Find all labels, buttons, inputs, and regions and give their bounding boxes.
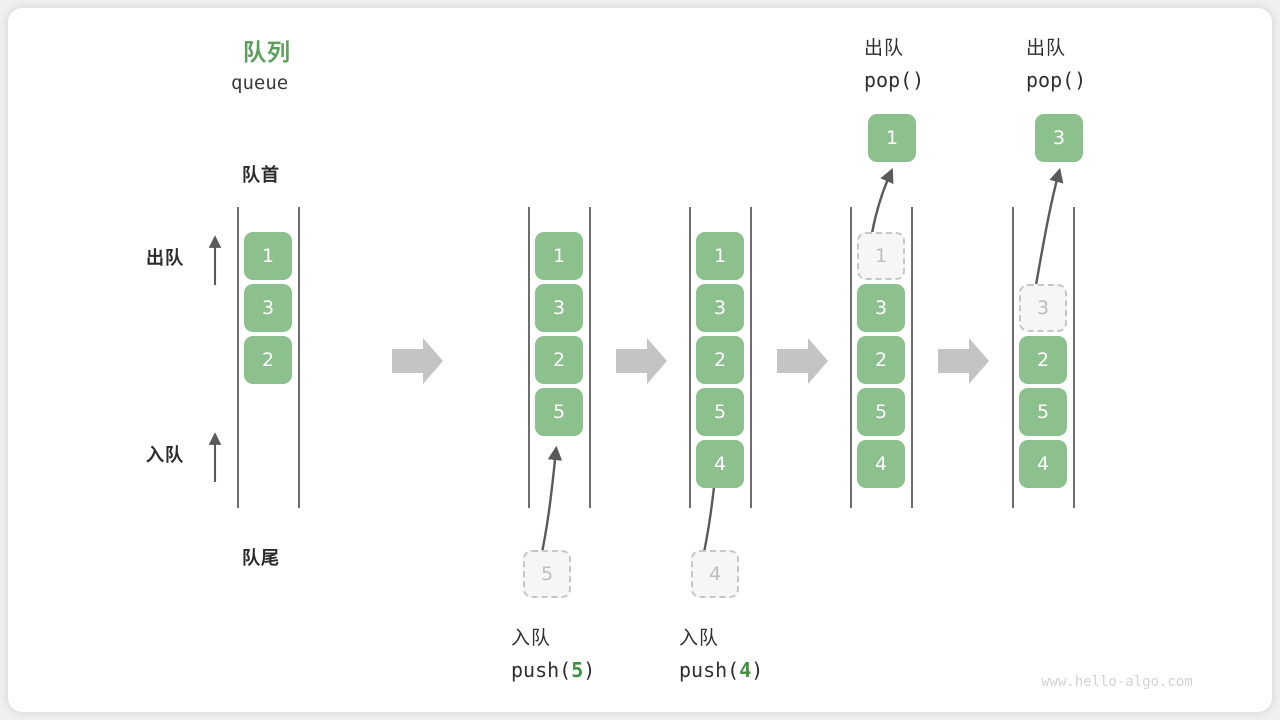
queue-cell-new: 4 — [696, 440, 744, 488]
push-5-label-cn: 入队 — [511, 627, 552, 649]
pop-3-label-code: pop() — [1026, 68, 1087, 92]
flow-arrow-4 — [938, 338, 989, 384]
queue-cell-removed: 3 — [1019, 284, 1067, 332]
queue-cell: 3 — [535, 284, 583, 332]
push-5-arrow — [538, 445, 563, 563]
rail-group-stage-4 — [850, 207, 913, 508]
dequeue-direction-label: 出队 — [146, 248, 184, 269]
incoming-ghost-cell: 5 — [523, 550, 571, 598]
queue-cell: 1 — [244, 232, 292, 280]
popped-cell: 1 — [868, 114, 916, 162]
rail-group-stage-1 — [237, 207, 300, 508]
pop-1-label-code: pop() — [864, 68, 925, 92]
queue-cell: 1 — [535, 232, 583, 280]
queue-cell: 2 — [696, 336, 744, 384]
push-4-label-cn: 入队 — [679, 627, 720, 649]
queue-cell: 5 — [1019, 388, 1067, 436]
queue-cell: 3 — [857, 284, 905, 332]
queue-cell: 2 — [535, 336, 583, 384]
pop-1-arrow — [870, 168, 894, 234]
queue-cell: 1 — [696, 232, 744, 280]
queue-cell: 4 — [1019, 440, 1067, 488]
push-5-code-post: ) — [583, 658, 596, 682]
push-4-code-post: ) — [751, 658, 764, 682]
popped-cell: 3 — [1035, 114, 1083, 162]
queue-cell-removed: 1 — [857, 232, 905, 280]
queue-cell: 2 — [1019, 336, 1067, 384]
flow-arrow-3 — [777, 338, 828, 384]
queue-cell: 2 — [857, 336, 905, 384]
pop-3-label-cn: 出队 — [1026, 37, 1067, 59]
rail-group-stage-2 — [528, 207, 591, 508]
rail-group-stage-3 — [689, 207, 752, 508]
flow-arrow-1 — [392, 338, 443, 384]
queue-cell: 3 — [696, 284, 744, 332]
queue-cell: 4 — [857, 440, 905, 488]
rail-group-stage-5 — [1012, 207, 1075, 508]
pop-1-label-cn: 出队 — [864, 37, 905, 59]
flow-arrow-2 — [616, 338, 667, 384]
pop-3-arrow — [1034, 167, 1064, 286]
queue-front-label: 队首 — [242, 165, 280, 186]
queue-cell: 3 — [244, 284, 292, 332]
page-subtitle: queue — [231, 72, 289, 94]
queue-cell: 5 — [696, 388, 744, 436]
queue-cell: 5 — [857, 388, 905, 436]
queue-rear-label: 队尾 — [242, 548, 280, 569]
enqueue-direction-label: 入队 — [146, 445, 184, 466]
push-5-label-code: push(5) — [511, 658, 595, 682]
push-4-code-pre: push( — [679, 658, 740, 682]
page-title: 队列 — [243, 40, 291, 66]
queue-cell-new: 5 — [535, 388, 583, 436]
queue-cell: 2 — [244, 336, 292, 384]
watermark: www.hello-algo.com — [1041, 674, 1193, 690]
push-5-code-arg: 5 — [571, 658, 584, 682]
incoming-ghost-cell: 4 — [691, 550, 739, 598]
push-5-code-pre: push( — [511, 658, 572, 682]
push-4-label-code: push(4) — [679, 658, 763, 682]
push-4-code-arg: 4 — [739, 658, 752, 682]
